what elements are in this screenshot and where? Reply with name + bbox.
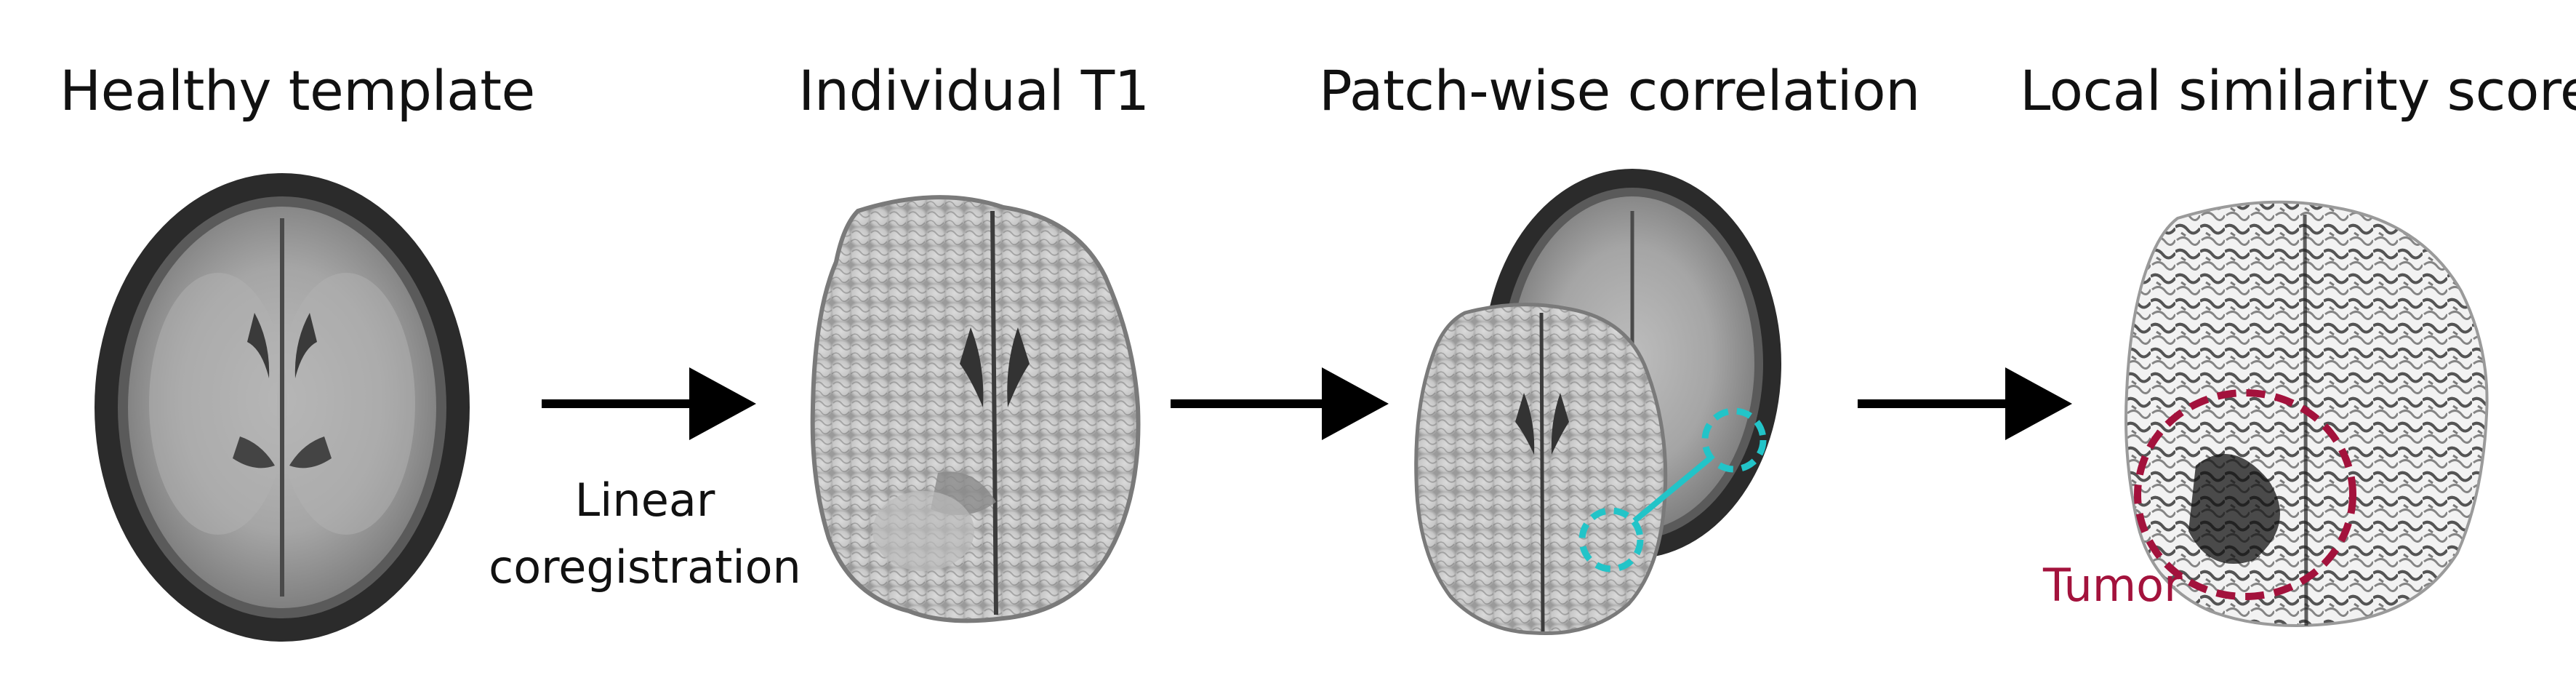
coregistration-label-line2: coregistration [489, 541, 801, 594]
patch-correlation-t1-image [1414, 303, 1668, 635]
arrow-to-patch-correlation [1171, 367, 1389, 440]
tumor-label: Tumor [2043, 559, 2183, 612]
arrow-to-similarity-score [1858, 367, 2072, 440]
patch-markers [1578, 407, 1767, 573]
stage-title-individual-t1: Individual T1 [798, 58, 1149, 123]
arrow-coregistration [542, 367, 756, 440]
coregistration-label-line1: Linear [574, 474, 715, 527]
stage-title-patch-wise-correlation: Patch-wise correlation [1319, 58, 1920, 123]
tumor-marker [2134, 389, 2356, 600]
coregistration-label: Linear coregistration [489, 467, 801, 601]
healthy-template-image [95, 173, 470, 642]
stage-title-local-similarity-score: Local similarity score [2020, 58, 2576, 123]
individual-t1-image [810, 195, 1141, 623]
stage-title-healthy-template: Healthy template [60, 58, 535, 123]
